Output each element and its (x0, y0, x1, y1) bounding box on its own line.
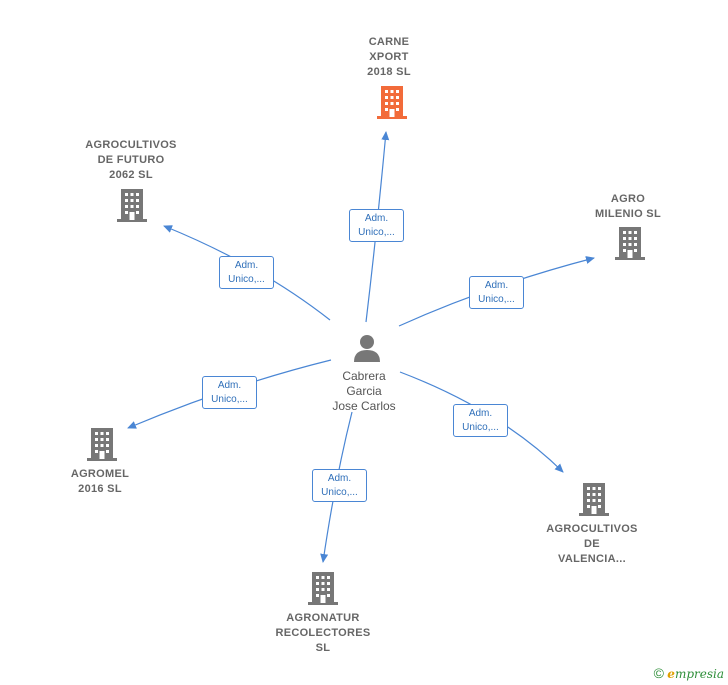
building-icon[interactable] (308, 572, 338, 605)
company-label-agro-milenio[interactable]: AGRO MILENIO SL (595, 193, 661, 220)
person-icon[interactable] (352, 333, 382, 363)
brand-logo: empresia (667, 667, 724, 681)
building-icon[interactable] (377, 86, 407, 119)
relation-label-agromel[interactable]: Adm. Unico,... (202, 376, 257, 409)
copyright-icon: © (653, 665, 664, 681)
building-icon[interactable] (579, 483, 609, 516)
relation-label-agrocultivos-valencia[interactable]: Adm. Unico,... (453, 404, 508, 437)
company-label-agrocultivos-valencia[interactable]: AGROCULTIVOS DE VALENCIA... (546, 523, 638, 565)
building-icon[interactable] (117, 189, 147, 222)
company-label-agronatur[interactable]: AGRONATUR RECOLECTORES SL (275, 612, 371, 654)
relation-label-agronatur[interactable]: Adm. Unico,... (312, 469, 367, 502)
company-label-agrocultivos-futuro[interactable]: AGROCULTIVOS DE FUTURO 2062 SL (85, 139, 177, 181)
relation-label-agrocultivos-futuro[interactable]: Adm. Unico,... (219, 256, 274, 289)
relation-label-agro-milenio[interactable]: Adm. Unico,... (469, 276, 524, 309)
copyright-footer: © empresia (654, 665, 724, 681)
relation-label-carne-xport[interactable]: Adm. Unico,... (349, 209, 404, 242)
building-icon[interactable] (615, 227, 645, 260)
center-person-label[interactable]: Cabrera Garcia Jose Carlos (332, 369, 396, 413)
company-label-carne-xport[interactable]: CARNE XPORT 2018 SL (367, 36, 411, 78)
company-label-agromel[interactable]: AGROMEL 2016 SL (70, 468, 130, 495)
building-icon[interactable] (87, 428, 117, 461)
